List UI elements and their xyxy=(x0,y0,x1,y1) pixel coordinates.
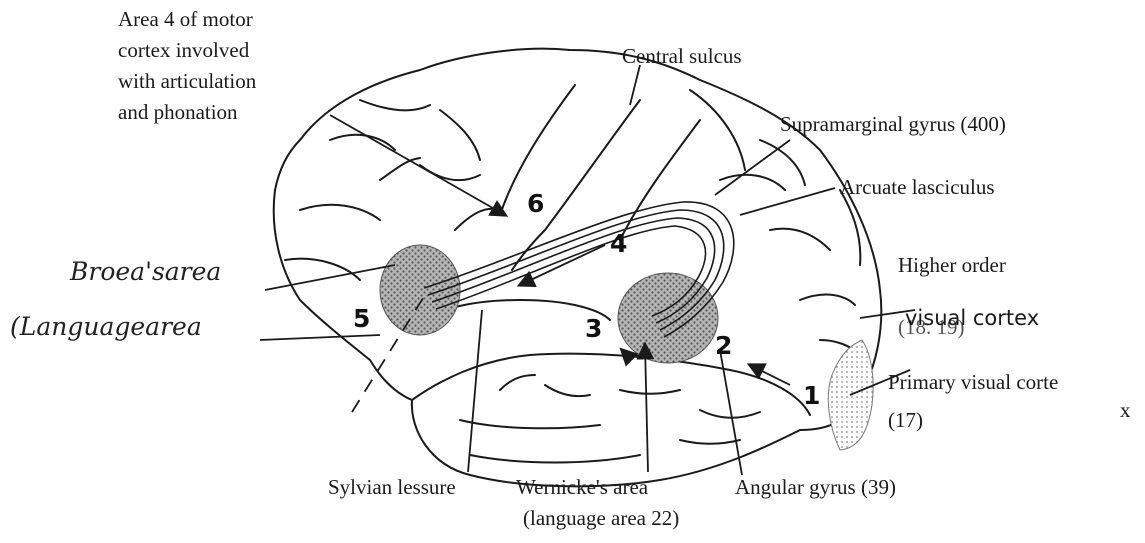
motor-area-pointer xyxy=(330,115,505,215)
language-area-handwritten-label: (Languagearea xyxy=(10,313,202,342)
temporal-lobe-contour xyxy=(412,354,810,415)
visual-cortex-label: visual cortex xyxy=(905,306,1039,330)
motor-area-line-4: and phonation xyxy=(118,97,256,128)
higher-order-label: Higher order xyxy=(898,253,1006,277)
wernicke-label: Wernicke's area xyxy=(516,475,648,499)
number-2: 2 xyxy=(715,332,732,361)
primary-visual-x: x xyxy=(1120,398,1131,422)
area-17-label: (17) xyxy=(888,408,923,432)
supramarginal-label: Supramarginal gyrus (400) xyxy=(780,112,1006,136)
broca-handwritten-label: Broea'sarea xyxy=(70,258,221,287)
sylvian-label: Sylvian lessure xyxy=(328,475,456,499)
motor-area-label: Area 4 of motor cortex involved with art… xyxy=(118,4,256,128)
number-1: 1 xyxy=(803,382,820,411)
number-4: 4 xyxy=(610,230,627,259)
motor-area-line-2: cortex involved xyxy=(118,35,256,66)
wernicke-pointer xyxy=(645,345,648,472)
number-5: 5 xyxy=(353,305,370,334)
angular-gyrus-label: Angular gyrus (39) xyxy=(735,475,896,499)
arcuate-label: Arcuate lasciculus xyxy=(840,175,995,199)
number-3: 3 xyxy=(585,315,602,344)
primary-visual-label: Primary visual corte xyxy=(888,370,1058,394)
wernicke-sub-label: (language area 22) xyxy=(523,506,679,530)
motor-area-line-3: with articulation xyxy=(118,66,256,97)
central-sulcus-label: Central sulcus xyxy=(622,44,742,68)
broca-area-region xyxy=(380,245,460,335)
motor-area-line-1: Area 4 of motor xyxy=(118,4,256,35)
number-6: 6 xyxy=(527,190,544,219)
